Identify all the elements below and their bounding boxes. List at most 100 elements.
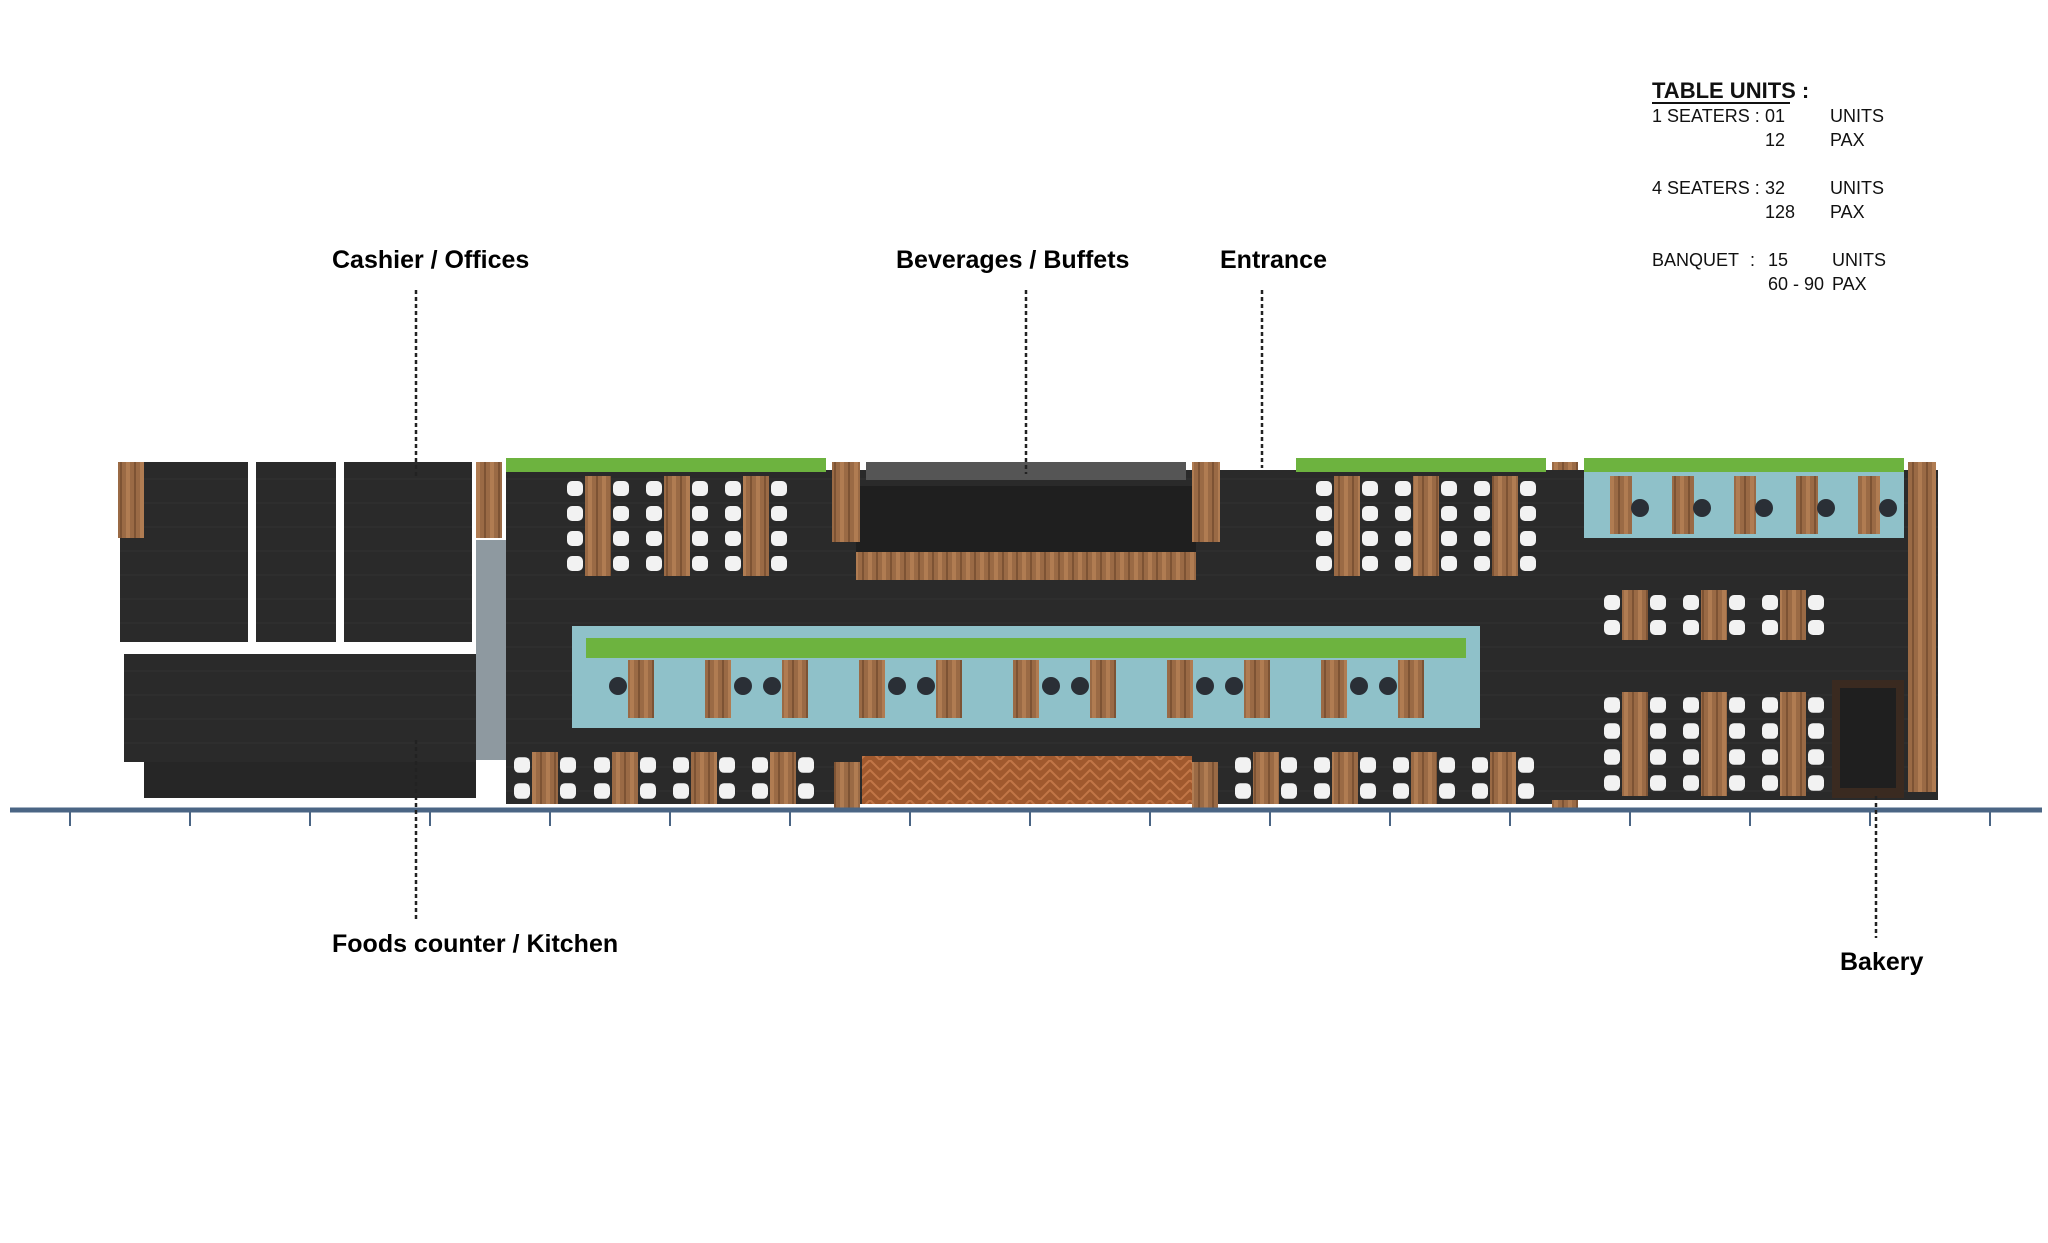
table-top [1701,692,1727,796]
chair [646,531,662,546]
table-top [612,752,638,804]
kitchen-office-block [118,462,506,798]
buffet-back [856,486,1196,552]
table-top [1492,476,1518,576]
chair [646,481,662,496]
wood-column [118,462,144,538]
booth-stool [609,677,627,695]
booth-stool [1350,677,1368,695]
chair [1235,783,1251,799]
table-top [585,476,611,576]
wood-column [832,462,860,542]
chair [1808,620,1824,635]
chair [640,783,656,799]
legend-label: 4 SEATERS : [1652,178,1760,198]
chair [1314,783,1330,799]
chair [646,556,662,571]
chair [640,757,656,773]
chair [692,481,708,496]
legend-unit: PAX [1832,274,1867,294]
chair [1650,620,1666,635]
chair [1729,697,1745,713]
chair [514,783,530,799]
booth-table [1167,660,1193,718]
chair [725,481,741,496]
chair [725,531,741,546]
table-top [1622,590,1648,640]
chair [1395,556,1411,571]
chair [567,481,583,496]
chair [1395,506,1411,521]
table-units-legend: TABLE UNITS : 1 SEATERS : 01 UNITS 12 PA… [1652,78,1886,294]
chair [1474,481,1490,496]
office-room-2 [256,462,336,642]
legend-colon: : [1750,250,1755,270]
chair [1683,775,1699,791]
chair [1808,723,1824,739]
chair [1474,556,1490,571]
wood-column [1908,462,1936,792]
booth-table [1796,476,1818,534]
booth-stool [917,677,935,695]
chair [798,757,814,773]
booth-table [1610,476,1632,534]
booth-stool [888,677,906,695]
chair [692,506,708,521]
banquet-planter [586,638,1466,658]
label-cashier-offices: Cashier / Offices [332,246,529,274]
booth-stool [1755,499,1773,517]
chair [1683,620,1699,635]
table-top [1411,752,1437,804]
chair [1441,556,1457,571]
chair [1729,723,1745,739]
chair [719,757,735,773]
chair [1729,595,1745,610]
chair [673,783,689,799]
buffet-shelf [866,462,1186,480]
booth-table [1244,660,1270,718]
chair [1650,697,1666,713]
chair [567,531,583,546]
legend-value: 01 [1765,106,1785,126]
legend-value: 12 [1765,130,1785,150]
table-top [743,476,769,576]
facade-line [10,807,2042,826]
table-top [1332,752,1358,804]
planter-top-right [1296,458,1546,472]
booth-table [1090,660,1116,718]
chair [560,757,576,773]
chair [1808,749,1824,765]
chair [613,506,629,521]
chair [567,506,583,521]
chair [1520,531,1536,546]
glass-partition [476,540,506,760]
chair [771,481,787,496]
chair [673,757,689,773]
table-top [1413,476,1439,576]
chair [1362,481,1378,496]
legend-title: TABLE UNITS : [1652,78,1809,103]
wood-column [834,762,860,808]
chair [1604,775,1620,791]
chair [646,506,662,521]
bakery-wing [1552,458,1938,800]
chair [771,531,787,546]
chair [725,506,741,521]
dining-tables [514,476,1536,804]
chair [1683,723,1699,739]
table-top [1780,590,1806,640]
chair [1650,723,1666,739]
main-dining-hall [506,458,1578,808]
leader-lines [414,290,1878,938]
front-counter [862,756,1192,804]
legend-value: 32 [1765,178,1785,198]
chair [1604,620,1620,635]
chair [613,481,629,496]
chair [1316,531,1332,546]
chair [1395,481,1411,496]
chair [1683,697,1699,713]
booth-table [1858,476,1880,534]
office-room-3 [344,462,472,642]
booth-stool [1071,677,1089,695]
